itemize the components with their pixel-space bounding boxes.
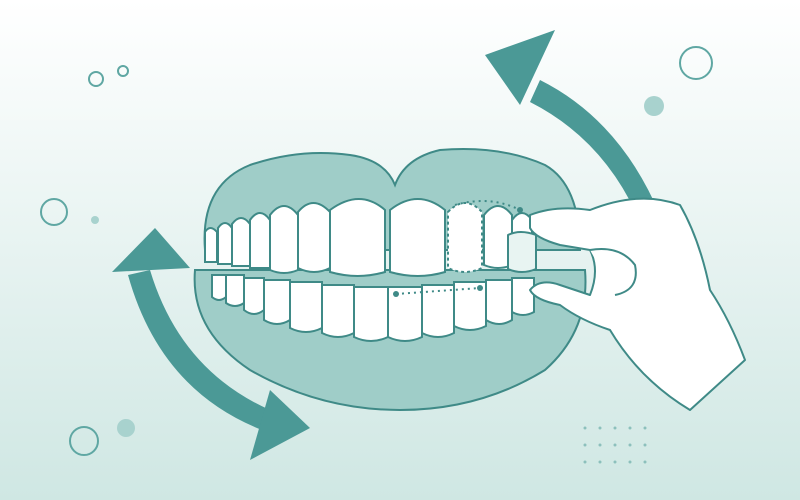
lower-teeth [211, 274, 535, 342]
rotate-arrow-bottom-left-icon [112, 228, 310, 460]
dot-grid [583, 426, 647, 464]
decorative-dots [91, 96, 664, 437]
rotate-arrow-top-right-icon [485, 30, 660, 222]
hand-icon [507, 197, 746, 411]
aligner-guide-dots [395, 200, 521, 295]
decorative-circles [40, 46, 713, 456]
